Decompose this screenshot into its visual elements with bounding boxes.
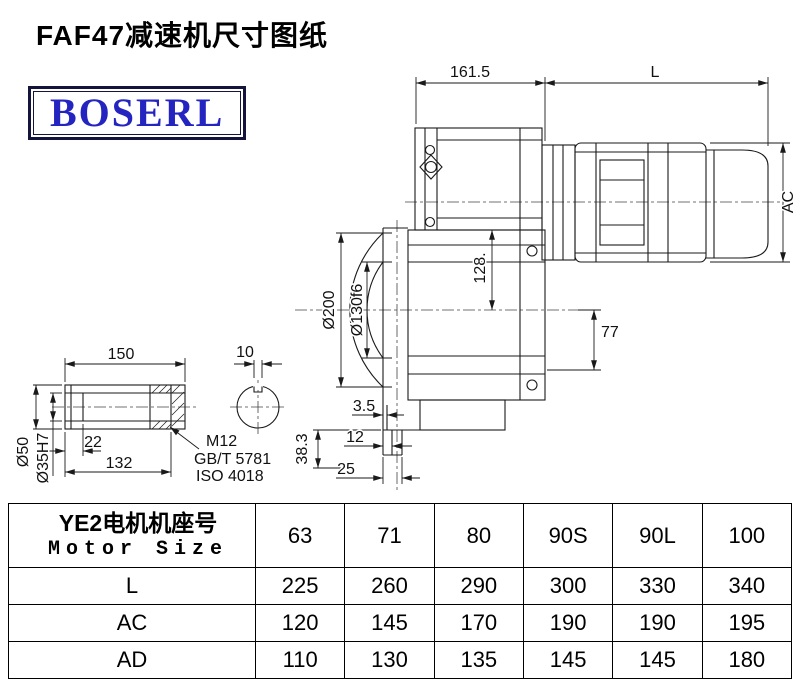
row-label-AD: AD [8,641,256,679]
dim-35H7: Ø35H7 [35,433,52,484]
value-AD-71: 130 [344,641,435,679]
table-row-AD: AD 110 130 135 145 145 180 [8,641,793,679]
dim-12: 12 [346,429,364,446]
fan-cover [706,149,769,259]
value-AC-80: 170 [433,604,524,642]
table-row-AC: AC 120 145 170 190 190 195 [8,604,793,642]
section-hatch [151,384,185,430]
plug-symbol [419,154,443,180]
motor-size-80: 80 [433,503,524,568]
value-L-63: 225 [254,567,346,605]
dim-10: 10 [236,344,254,361]
dim-50: Ø50 [15,437,32,467]
value-AD-90L: 145 [612,641,703,679]
value-L-80: 290 [433,567,524,605]
motor-size-100: 100 [701,503,793,568]
dim-22: 22 [84,434,102,451]
dim-AC: AC [780,191,797,213]
dim-128: 128. [472,252,489,283]
dim-200: Ø200 [321,290,338,329]
brand-name: BOSERL [50,90,225,135]
motor-view [541,142,769,263]
value-AD-80: 135 [433,641,524,679]
brand-logo: BOSERL [28,86,247,140]
dimension-table: YE2电机机座号 Motor Size 63 71 80 90S 90L 100… [8,503,793,679]
value-L-71: 260 [344,567,435,605]
keyway [253,386,263,393]
value-AD-63: 110 [254,641,346,679]
motor-size-90S: 90S [522,503,614,568]
dim-161-5: 161.5 [450,64,490,81]
note-iso-standard: ISO 4018 [196,468,264,485]
motor-size-label-en: Motor Size [47,537,229,561]
dim-25: 25 [337,461,355,478]
value-AD-100: 180 [701,641,793,679]
motor-size-63: 63 [254,503,346,568]
dim-132: 132 [106,455,133,472]
value-AC-71: 145 [344,604,435,642]
value-AD-90S: 145 [522,641,614,679]
dim-150: 150 [108,346,135,363]
gearbox-view [349,127,546,456]
value-AC-63: 120 [254,604,346,642]
brand-logo-frame: BOSERL [33,90,242,135]
value-AC-90S: 190 [522,604,614,642]
table-row-L: L 225 260 290 300 330 340 [8,567,793,605]
dimension-lines [33,77,790,484]
motor-size-header-cell: YE2电机机座号 Motor Size [8,503,256,568]
value-L-100: 340 [701,567,793,605]
bolt-hole-bottom [424,216,436,228]
dim-38-3: 38.3 [294,433,311,464]
dim-77: 77 [601,324,619,341]
value-AC-90L: 190 [612,604,703,642]
motor-size-71: 71 [344,503,435,568]
motor-size-label-zh: YE2电机机座号 [58,510,218,537]
housing-hole-lower [526,379,538,391]
row-label-AC: AC [8,604,256,642]
shaft-detail [64,383,280,430]
note-gb-standard: GB/T 5781 [194,451,271,468]
flange-arc-200 [349,232,384,388]
value-AC-100: 195 [701,604,793,642]
dimension-labels: 161.5 L AC Ø200 Ø130f6 128. 77 3.5 12 25… [14,63,799,487]
page-title: FAF47减速机尺寸图纸 [36,20,329,51]
bolt-hole-top [424,144,436,156]
value-L-90S: 300 [522,567,614,605]
dim-3-5: 3.5 [353,398,375,415]
housing-hole-upper [526,245,538,257]
row-label-L: L [8,567,256,605]
table-header-row: YE2电机机座号 Motor Size 63 71 80 90S 90L 100 [8,503,793,568]
value-L-90L: 330 [612,567,703,605]
note-thread: M12 [206,433,237,450]
motor-size-90L: 90L [612,503,703,568]
dim-L: L [651,64,660,81]
dim-130: Ø130f6 [349,284,366,337]
